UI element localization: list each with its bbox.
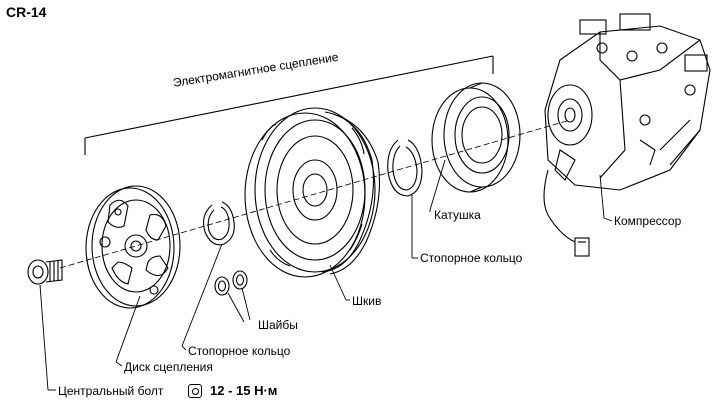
label-washers: Шайбы [258, 318, 298, 332]
label-clutch-disc: Диск сцепления [124, 360, 213, 374]
label-coil: Катушка [434, 208, 481, 222]
torque-value: 12 - 15 Н·м [210, 383, 278, 398]
leader-lines [39, 159, 613, 391]
label-pulley: Шкив [352, 294, 382, 308]
snap-ring-left-part [203, 201, 235, 246]
coil-wire-connector [543, 169, 590, 257]
label-compressor: Компрессор [614, 214, 682, 228]
pulley-part [244, 107, 380, 278]
coil-part [431, 82, 521, 193]
center-axis [59, 119, 571, 269]
torque-wrench-icon [188, 384, 202, 398]
snap-ring-right-part [387, 139, 423, 197]
label-center-bolt: Центральный болт [58, 384, 164, 398]
label-snap-ring-left: Стопорное кольцо [188, 344, 291, 358]
clutch-bracket [84, 55, 494, 155]
compressor-part [544, 13, 711, 191]
page-code: CR-14 [6, 4, 47, 20]
center-bolt-part [27, 259, 63, 285]
label-snap-ring-right: Стопорное кольцо [420, 251, 523, 265]
washers-part [214, 270, 248, 296]
